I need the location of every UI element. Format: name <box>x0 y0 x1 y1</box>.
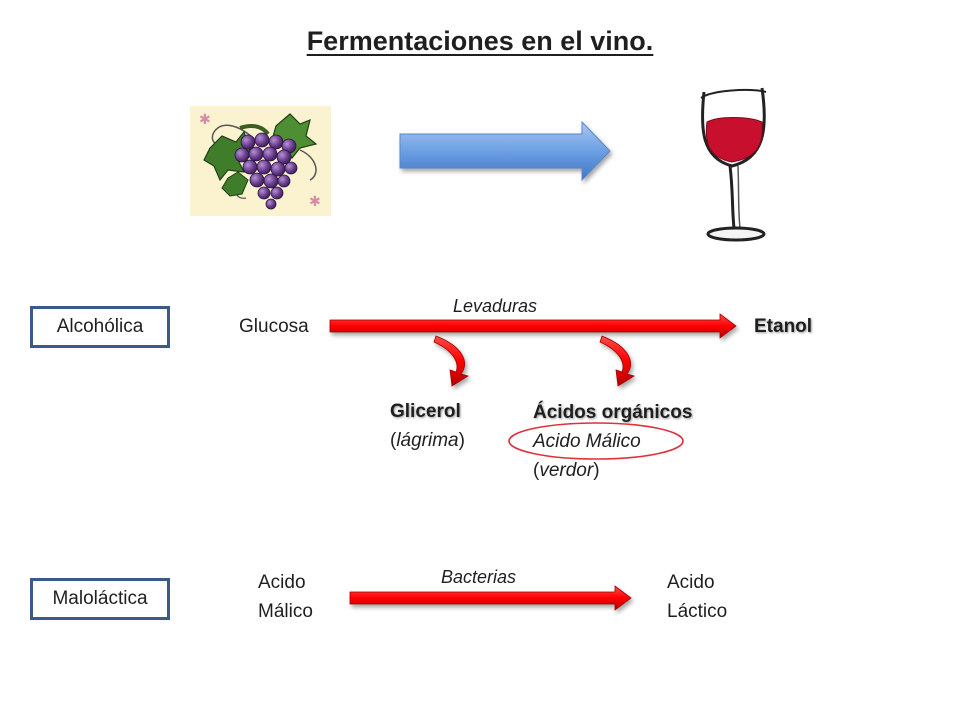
glycerol-note: (lágrima) <box>390 430 465 451</box>
page-title: Fermentaciones en el vino. <box>306 26 654 56</box>
glycerol-branch-arrow <box>433 335 469 387</box>
transformation-arrow <box>399 120 611 182</box>
lactic-acid-product: Acido Láctico <box>667 572 728 622</box>
svg-text:✱: ✱ <box>309 194 321 210</box>
wine-glass-icon <box>700 87 767 242</box>
malic-acid-label: Acido Málico <box>533 431 641 452</box>
grapes-clipart-icon: ✱ ✱ <box>190 106 331 216</box>
alcoholic-label: Alcohólica <box>56 316 144 337</box>
malic-acid-highlight <box>508 422 684 460</box>
ethanol-label: Etanol <box>754 316 813 337</box>
malolactic-label-box: Maloláctica <box>30 578 170 620</box>
glycerol-label: Glicerol <box>390 401 461 422</box>
malolactic-arrow <box>349 585 632 611</box>
glycerol-block: Glicerol (lágrima) <box>390 397 465 455</box>
verdor-note: (verdor) <box>533 460 600 481</box>
acids-branch-arrow <box>599 335 635 387</box>
malolactic-label: Maloláctica <box>52 588 148 609</box>
alcoholic-label-box: Alcohólica <box>30 306 170 348</box>
svg-text:✱: ✱ <box>199 112 211 128</box>
bacteria-label: Bacterias <box>441 567 517 587</box>
organic-acids-label: Ácidos orgánicos <box>533 402 693 423</box>
malic-acid-substrate: Acido Málico <box>258 572 313 622</box>
alcoholic-main-arrow <box>329 313 737 339</box>
organic-acids-block: Ácidos orgánicos Acido Málico (verdor) <box>533 398 692 485</box>
yeasts-label: Levaduras <box>453 296 538 316</box>
glucose-label: Glucosa <box>239 316 309 337</box>
